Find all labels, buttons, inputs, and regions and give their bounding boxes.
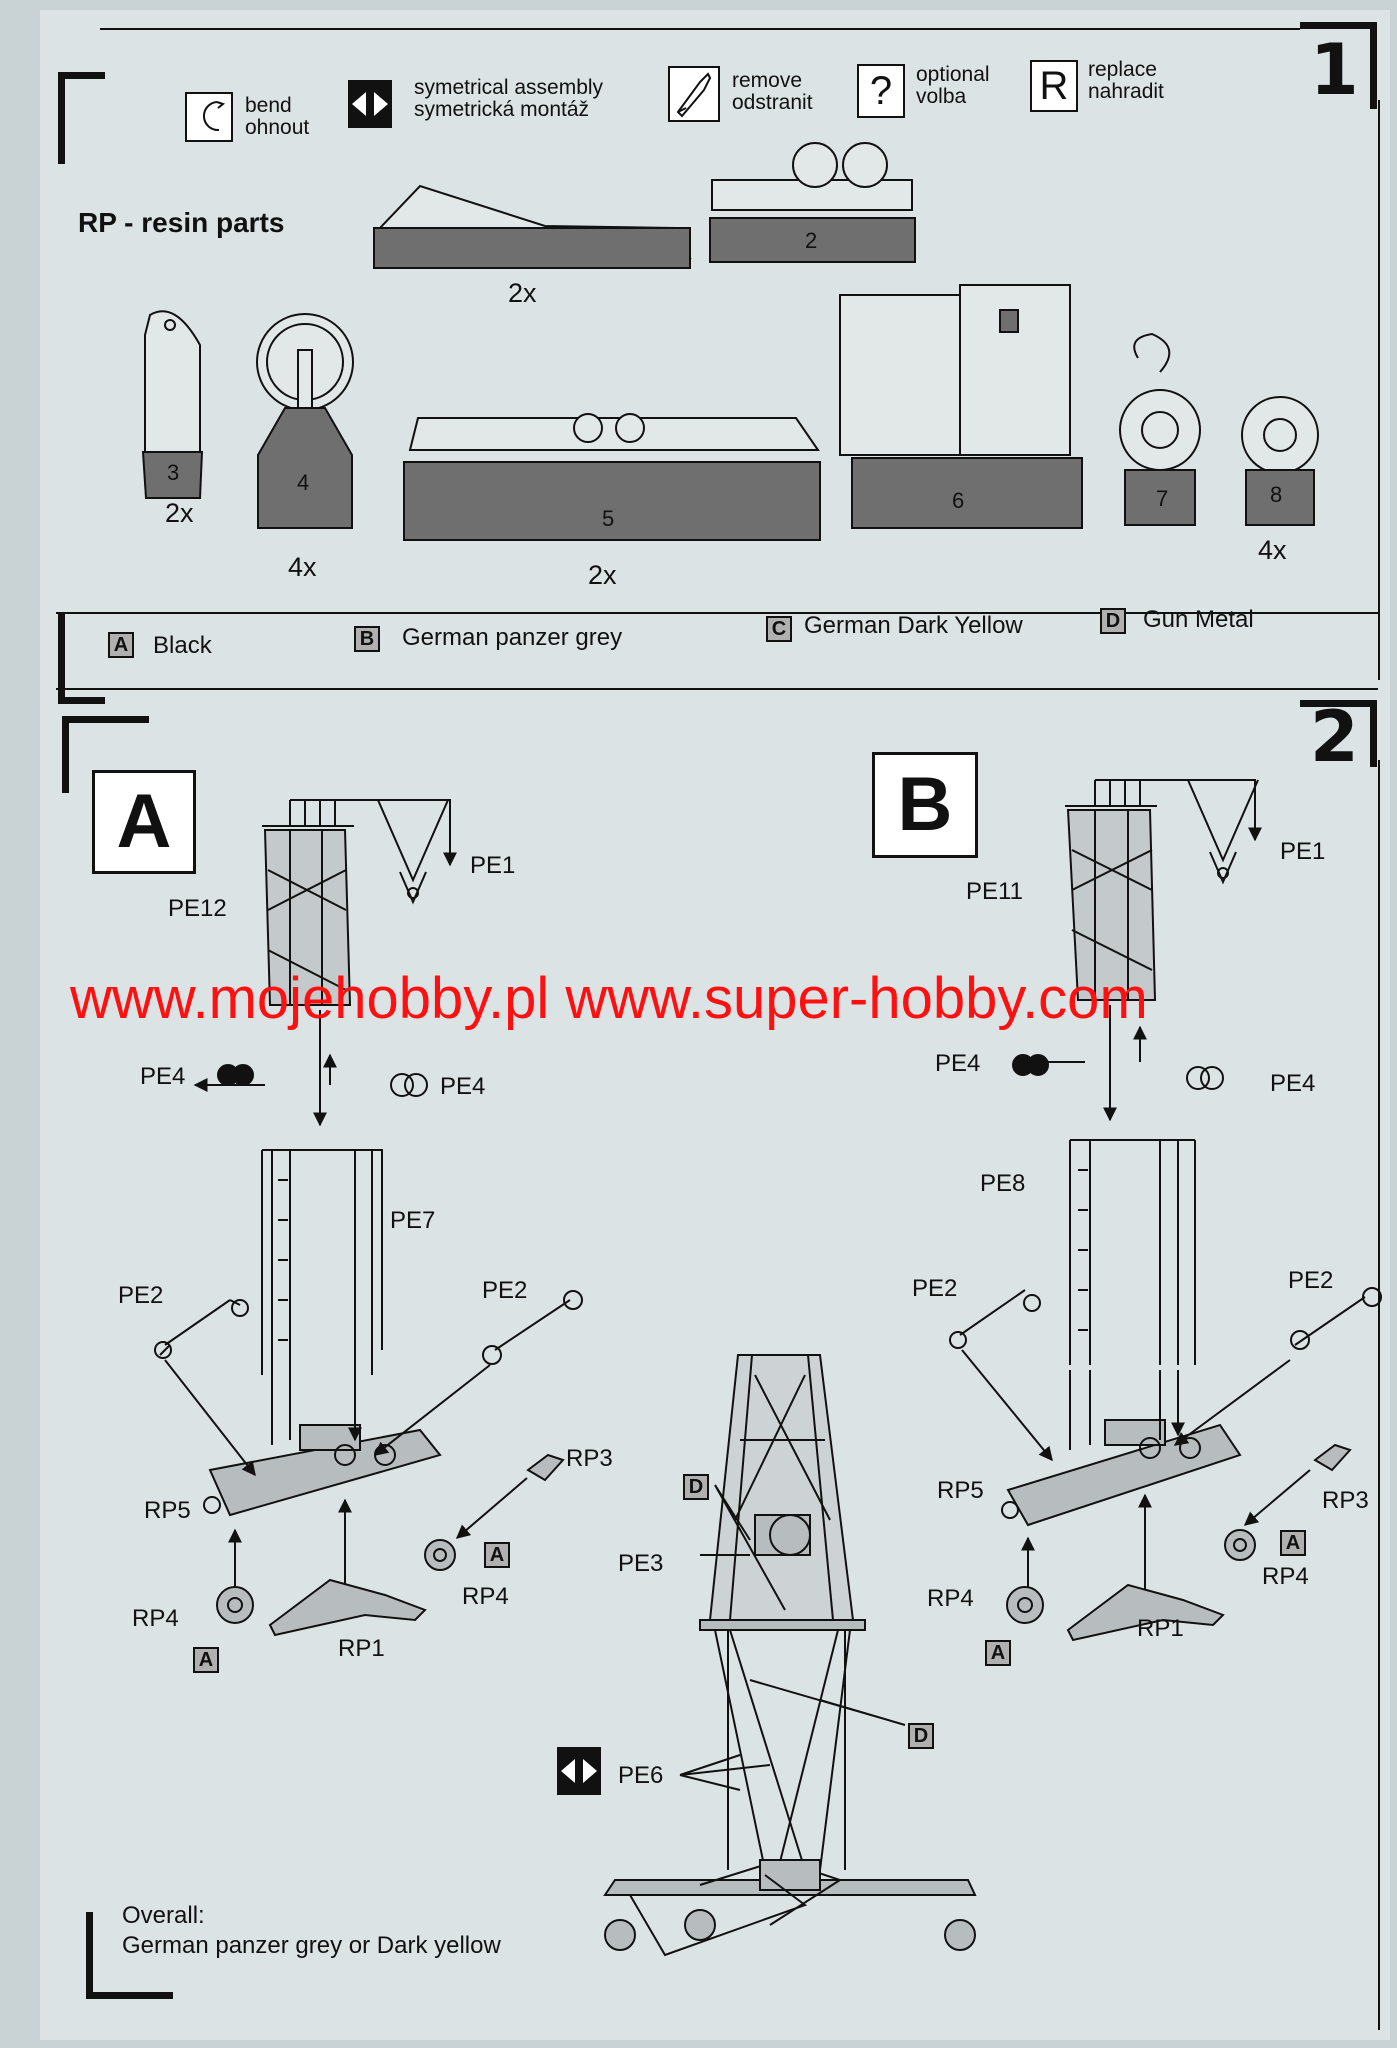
b-pe4-right-label: PE4 — [1270, 1070, 1316, 1097]
step2-number: 2 — [1310, 696, 1359, 778]
a-pe2-right-label: PE2 — [482, 1277, 528, 1304]
center-pe6-label: PE6 — [618, 1762, 664, 1789]
b-rp4-right-label: RP4 — [1262, 1563, 1309, 1590]
part5-number: 5 — [602, 506, 615, 531]
part3-qty: 2x — [165, 498, 194, 528]
part8-qty: 4x — [1258, 535, 1287, 565]
step2-bracket-top-right — [1300, 700, 1377, 767]
b-pe4-left-label: PE4 — [935, 1050, 981, 1077]
b-paint-a-left: A — [985, 1640, 1011, 1666]
part4-qty: 4x — [288, 552, 317, 582]
part6-number: 6 — [952, 488, 965, 513]
part2-number: 2 — [805, 228, 818, 253]
step1-number: 1 — [1310, 29, 1359, 111]
a-paint-a-right: A — [484, 1542, 510, 1568]
b-pe2-left-label: PE2 — [912, 1275, 958, 1302]
a-rp4-right-label: RP4 — [462, 1583, 509, 1610]
b-pe1-label: PE1 — [1280, 838, 1326, 865]
part5-qty: 2x — [588, 560, 617, 590]
b-pe8-label: PE8 — [980, 1170, 1026, 1197]
a-pe1-label: PE1 — [470, 852, 516, 879]
a-rp3-label: RP3 — [566, 1445, 613, 1472]
variant-a-title: A — [92, 770, 196, 874]
center-paint-d-bottom: D — [908, 1723, 934, 1749]
a-pe4-left-label: PE4 — [140, 1063, 186, 1090]
step2-bracket-bottom-left — [86, 1912, 173, 1999]
part3-number: 3 — [167, 460, 180, 485]
replace-icon: R — [1030, 60, 1078, 112]
overall-title: Overall: — [122, 1902, 205, 1929]
step2-frame-line — [56, 688, 1378, 690]
paint-name-gun-metal: Gun Metal — [1143, 606, 1254, 633]
variant-b-title: B — [872, 752, 978, 858]
b-rp3-label: RP3 — [1322, 1487, 1369, 1514]
center-paint-d-top: D — [683, 1474, 709, 1500]
step1-bracket-top-right — [1300, 22, 1377, 109]
a-rp1-label: RP1 — [338, 1635, 385, 1662]
paint-code-b: B — [354, 626, 380, 652]
symmetrical-icon — [348, 80, 392, 128]
part4-number: 4 — [297, 470, 310, 495]
paint-name-black: Black — [153, 632, 212, 659]
b-rp1-label: RP1 — [1137, 1615, 1184, 1642]
bend-icon — [185, 92, 233, 142]
step1-frame-line — [100, 28, 1300, 30]
a-rp5-label: RP5 — [144, 1497, 191, 1524]
a-rp4-left-label: RP4 — [132, 1605, 179, 1632]
resin-parts-title: RP - resin parts — [78, 207, 285, 238]
center-symmetrical-icon — [557, 1747, 601, 1795]
b-rp5-label: RP5 — [937, 1477, 984, 1504]
paint-code-a: A — [108, 632, 134, 658]
knife-icon — [668, 66, 720, 122]
step1-frame-right — [1378, 100, 1380, 680]
a-pe4-right-label: PE4 — [440, 1073, 486, 1100]
paint-legend-divider — [56, 612, 1378, 614]
watermark-text: www.mojehobby.pl www.super-hobby.com — [70, 966, 1148, 1031]
a-pe2-left-label: PE2 — [118, 1282, 164, 1309]
step1-bracket-bottom-left — [58, 612, 105, 704]
b-pe11-label: PE11 — [966, 878, 1023, 905]
b-rp4-left-label: RP4 — [927, 1585, 974, 1612]
a-paint-a-left: A — [193, 1647, 219, 1673]
part1-qty: 2x — [508, 278, 537, 308]
part7-number: 7 — [1156, 486, 1169, 511]
step2-frame-right — [1378, 760, 1380, 2030]
b-paint-a-right: A — [1280, 1530, 1306, 1556]
b-pe2-right-label: PE2 — [1288, 1267, 1334, 1294]
a-pe7-label: PE7 — [390, 1207, 436, 1234]
center-pe3-label: PE3 — [618, 1550, 664, 1577]
question-icon: ? — [857, 64, 905, 118]
step2-bracket-top-left — [62, 716, 149, 793]
a-pe12-label: PE12 — [168, 895, 227, 922]
part8-number: 8 — [1270, 482, 1283, 507]
paint-name-panzer-grey: German panzer grey — [402, 624, 623, 651]
overall-color-note: German panzer grey or Dark yellow — [122, 1932, 501, 1959]
paint-code-d: D — [1100, 608, 1126, 634]
step1-bracket-top-left — [58, 72, 105, 164]
paint-name-dark-yellow: German Dark Yellow — [804, 612, 1023, 639]
paint-code-c: C — [766, 616, 792, 642]
